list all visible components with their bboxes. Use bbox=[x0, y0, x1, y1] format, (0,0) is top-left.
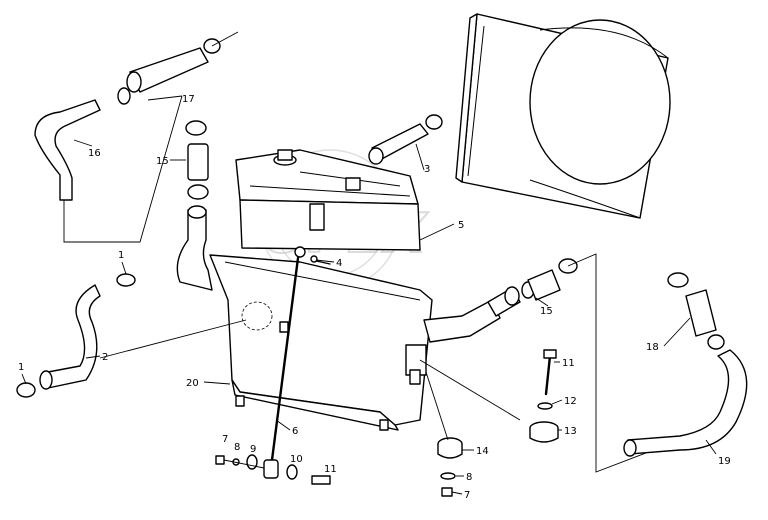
callout-12: 12 bbox=[564, 396, 577, 407]
callout-3: 3 bbox=[424, 164, 430, 175]
hose-19 bbox=[623, 272, 748, 457]
hose-15-right bbox=[423, 253, 681, 473]
callout-8-b: 8 bbox=[466, 472, 472, 483]
callout-1-a: 1 bbox=[118, 250, 124, 261]
mount-center bbox=[425, 371, 463, 497]
callout-9: 9 bbox=[250, 444, 256, 455]
callout-7-a: 7 bbox=[222, 434, 228, 445]
callout-19: 19 bbox=[718, 456, 731, 467]
hose-3 bbox=[368, 114, 443, 165]
callout-13: 13 bbox=[564, 426, 577, 437]
callout-15-b: 15 bbox=[540, 306, 553, 317]
mount-right bbox=[419, 349, 559, 443]
bracket-lines bbox=[63, 31, 239, 243]
callout-8-a: 8 bbox=[234, 442, 240, 453]
callout-6: 6 bbox=[292, 426, 298, 437]
callout-16: 16 bbox=[88, 148, 101, 159]
bolt-4 bbox=[310, 255, 331, 265]
hose-16 bbox=[34, 38, 221, 201]
callout-18: 18 bbox=[646, 342, 659, 353]
fasteners-bottom bbox=[215, 454, 331, 485]
callout-1-b: 1 bbox=[18, 362, 24, 373]
radiator bbox=[209, 149, 433, 431]
callout-14: 14 bbox=[476, 446, 489, 457]
callout-10: 10 bbox=[290, 454, 303, 465]
callout-4: 4 bbox=[336, 258, 342, 269]
callout-numbers: 1 1 2 3 4 5 6 7 7 8 8 9 10 11 11 12 13 1… bbox=[18, 94, 731, 501]
stay-rod bbox=[263, 246, 306, 479]
callout-20: 20 bbox=[186, 378, 199, 389]
callout-11-a: 11 bbox=[324, 464, 337, 475]
callout-15-a: 15 bbox=[156, 156, 169, 167]
hose-2 bbox=[16, 273, 136, 398]
callout-11-b: 11 bbox=[562, 358, 575, 369]
callout-17: 17 bbox=[182, 94, 195, 105]
callout-7-b: 7 bbox=[464, 490, 470, 501]
fan-shroud bbox=[455, 13, 671, 219]
callout-5: 5 bbox=[458, 220, 464, 231]
leader-lines bbox=[21, 139, 717, 495]
hose-15-upper bbox=[176, 120, 213, 291]
callout-2: 2 bbox=[102, 352, 108, 363]
